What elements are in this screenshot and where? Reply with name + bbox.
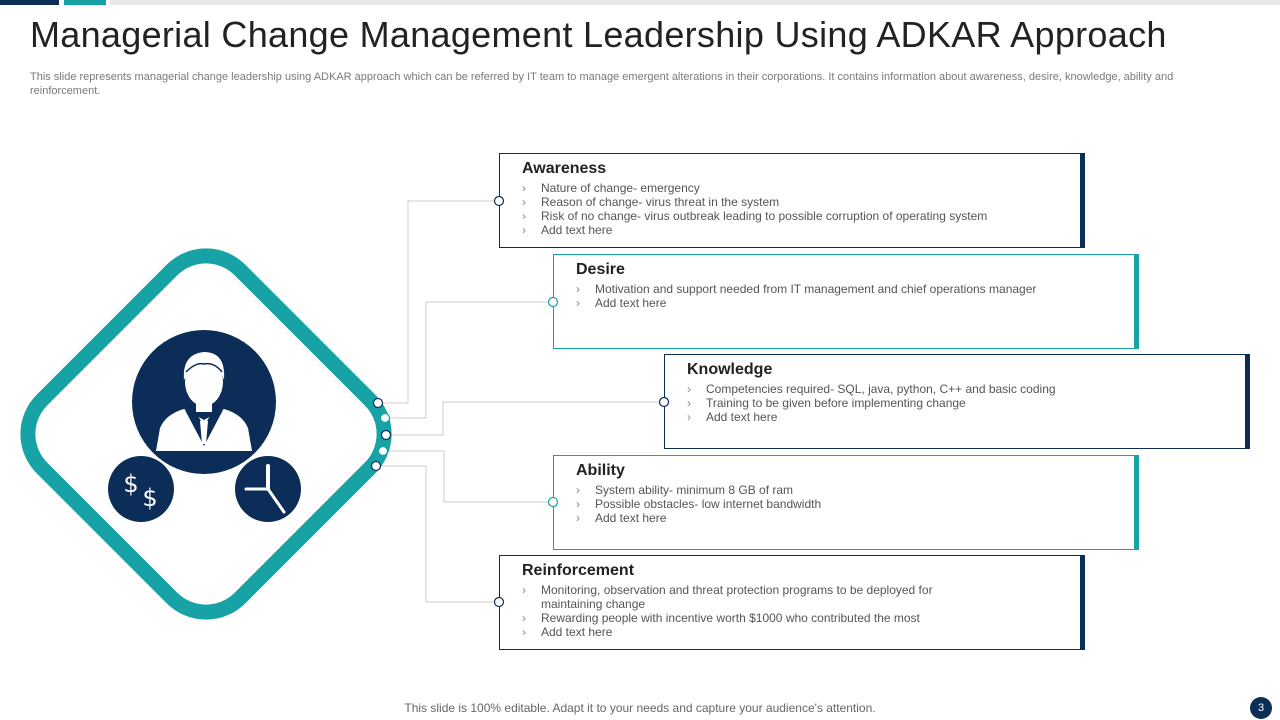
dot-awareness-start (372, 397, 384, 409)
connector-desire (385, 301, 553, 419)
svg-text:$: $ (142, 484, 157, 512)
card-heading: Awareness (522, 160, 607, 177)
card-list: System ability- minimum 8 GB of ram Poss… (576, 483, 1122, 525)
card-heading: Knowledge (687, 361, 773, 378)
connector-reinforcement (376, 465, 499, 603)
list-item: Add text here (522, 223, 1068, 237)
page-number-badge: 3 (1250, 697, 1272, 719)
card-heading: Ability (576, 462, 625, 479)
list-item: Risk of no change- virus outbreak leadin… (522, 209, 1068, 223)
svg-text:$: $ (123, 470, 138, 498)
card-list: Monitoring, observation and threat prote… (522, 583, 1068, 639)
dollar-icon: $ $ (108, 456, 174, 522)
dot-ability-start (377, 445, 389, 457)
list-item: Competencies required- SQL, java, python… (687, 382, 1233, 396)
clock-icon (235, 456, 301, 522)
card-reinforcement: Reinforcement Monitoring, observation an… (499, 555, 1085, 650)
slide-subtitle: This slide represents managerial change … (30, 71, 1174, 97)
card-list: Competencies required- SQL, java, python… (687, 382, 1233, 424)
list-item: Add text here (687, 410, 1233, 424)
list-item: Possible obstacles- low internet bandwid… (576, 497, 1122, 511)
list-item: Motivation and support needed from IT ma… (576, 282, 1122, 296)
accent-segment-navy (0, 0, 59, 5)
connector-lines (376, 200, 664, 603)
list-item: Monitoring, observation and threat prote… (522, 583, 961, 611)
dot-knowledge-start (380, 429, 392, 441)
list-item: Rewarding people with incentive worth $1… (522, 611, 1068, 625)
connector-knowledge (386, 401, 664, 436)
dot-desire-start (379, 412, 391, 424)
slide-title: Managerial Change Management Leadership … (30, 14, 1167, 55)
businessman-icon (132, 330, 276, 474)
footer-note: This slide is 100% editable. Adapt it to… (404, 701, 876, 715)
card-list: Nature of change- emergency Reason of ch… (522, 181, 1068, 237)
card-heading: Reinforcement (522, 562, 635, 579)
list-item: Nature of change- emergency (522, 181, 1068, 195)
card-ability: Ability System ability- minimum 8 GB of … (553, 455, 1139, 550)
accent-segment-grey (110, 0, 1280, 5)
accent-segment-teal (64, 0, 106, 5)
list-item: System ability- minimum 8 GB of ram (576, 483, 1122, 497)
card-heading: Desire (576, 261, 625, 278)
list-item: Training to be given before implementing… (687, 396, 1233, 410)
connector-awareness (378, 200, 499, 404)
list-item: Add text here (576, 296, 1122, 310)
card-awareness: Awareness Nature of change- emergency Re… (499, 153, 1085, 248)
card-list: Motivation and support needed from IT ma… (576, 282, 1122, 310)
list-item: Reason of change- virus threat in the sy… (522, 195, 1068, 209)
dot-reinforcement-start (370, 460, 382, 472)
list-item: Add text here (522, 625, 1068, 639)
connector-ability (383, 450, 553, 503)
card-knowledge: Knowledge Competencies required- SQL, ja… (664, 354, 1250, 449)
card-desire: Desire Motivation and support needed fro… (553, 254, 1139, 349)
diamond-connector-dots (370, 397, 392, 472)
top-accent-bar (0, 0, 1280, 5)
list-item: Add text here (576, 511, 1122, 525)
